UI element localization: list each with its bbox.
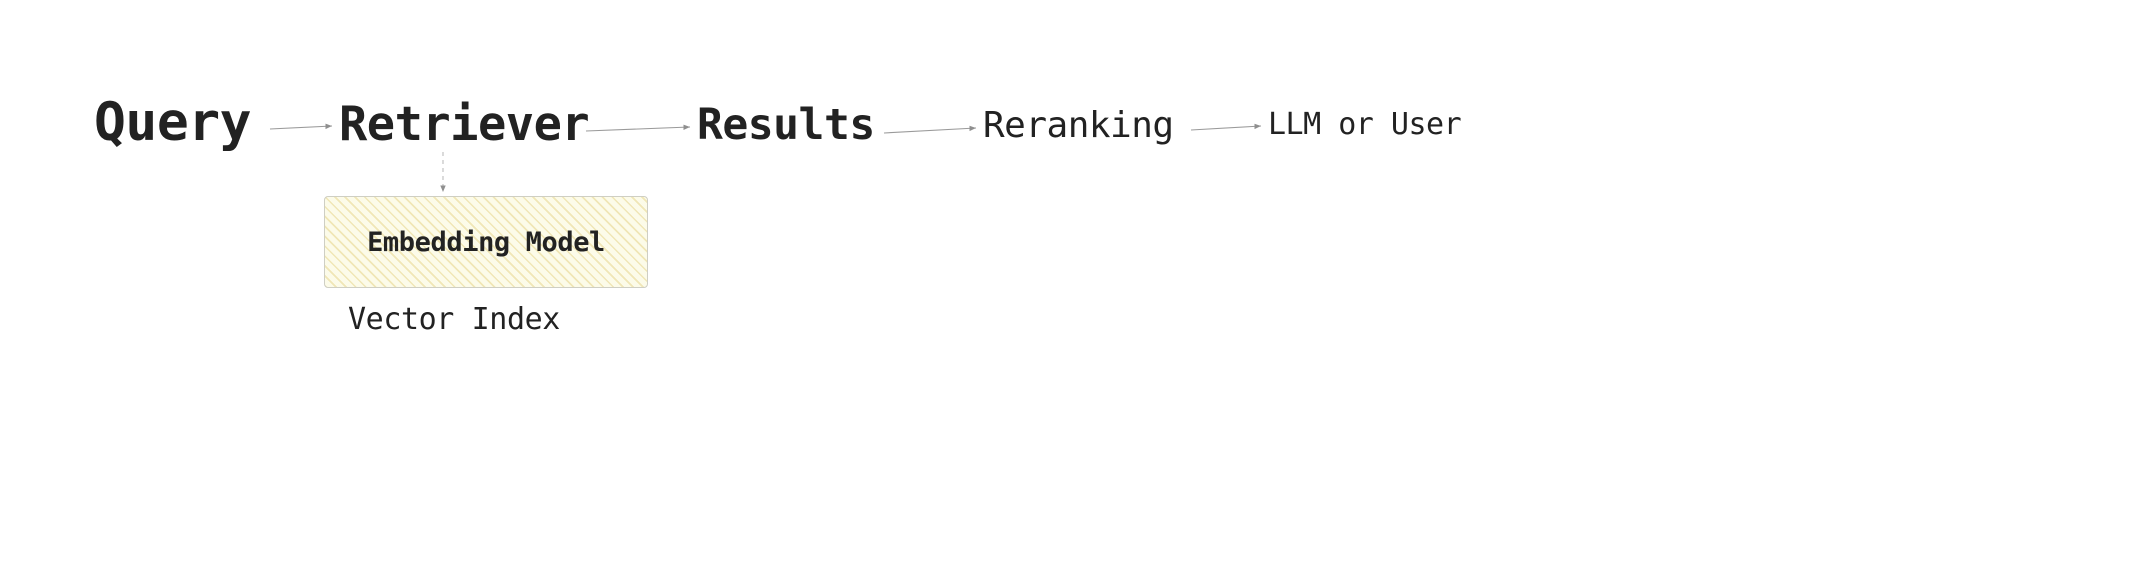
edge-query-to-retriever [269, 123, 333, 130]
flow-node-query[interactable]: Query [94, 92, 252, 153]
flow-node-llm-or-user[interactable]: LLM or User [1268, 107, 1462, 142]
flow-node-reranking[interactable]: Reranking [983, 105, 1174, 146]
edge-reranking-to-llm [1190, 123, 1262, 131]
vector-index-caption: Vector Index [348, 302, 560, 337]
embedding-model-box[interactable]: Embedding Model [324, 196, 648, 288]
flow-node-results[interactable]: Results [697, 100, 875, 150]
flow-node-retriever[interactable]: Retriever [339, 97, 590, 152]
embedding-model-label: Embedding Model [367, 226, 605, 258]
edge-results-to-reranking [883, 125, 977, 134]
edge-retriever-to-results [585, 124, 691, 132]
